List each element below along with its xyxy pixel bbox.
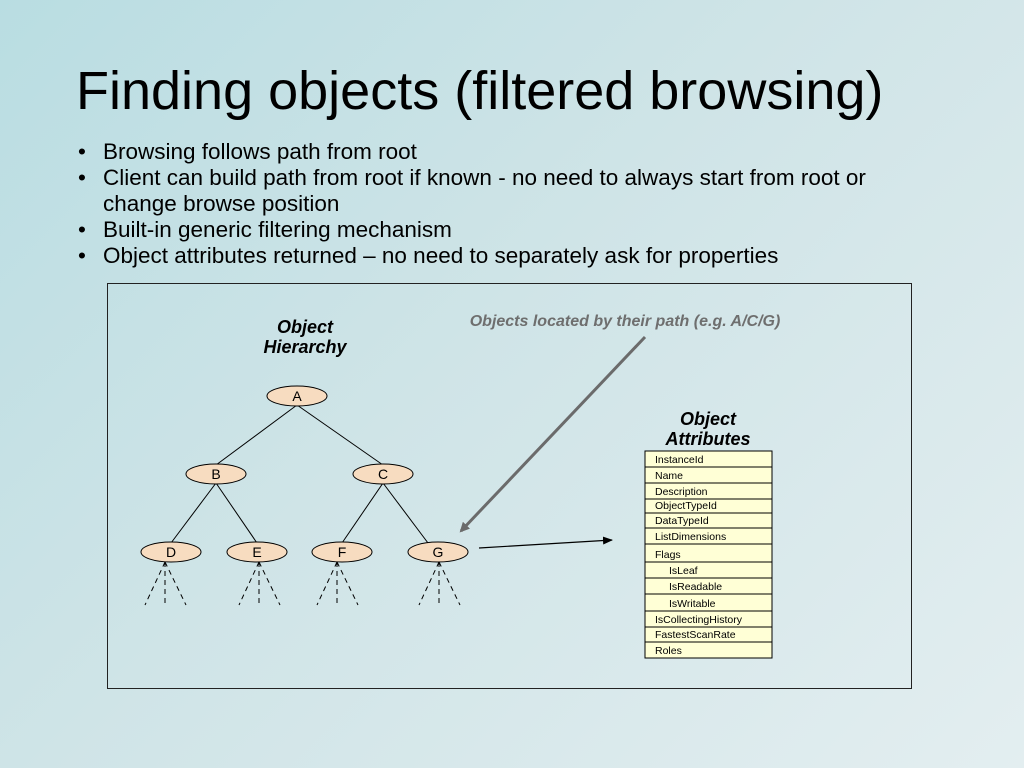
attribute-row: IsWritable [644,593,773,612]
bullet-item: Built-in generic filtering mechanism [78,217,908,243]
attribute-row: Name [644,466,773,484]
bullet-item: Object attributes returned – no need to … [78,243,908,269]
attribute-row: InstanceId [644,450,773,468]
diagram-frame [107,283,912,689]
tree-node-a: A [266,385,328,407]
attribute-row: IsLeaf [644,561,773,579]
attributes-title-line1: Object [680,409,737,429]
attribute-row: ObjectTypeId [644,498,773,514]
attribute-row: ListDimensions [644,527,773,545]
node-label: C [378,466,388,482]
attribute-label: IsCollectingHistory [655,614,743,626]
attribute-label: IsWritable [669,598,716,610]
attribute-label: Description [655,486,708,498]
attribute-row: IsReadable [644,577,773,595]
attribute-label: Flags [655,549,681,561]
slide-title: Finding objects (filtered browsing) [76,61,884,121]
attribute-label: Roles [655,645,682,657]
path-arrow [459,335,647,533]
bullet-list: Browsing follows path from root Client c… [78,139,908,269]
tree-node-b: B [185,463,247,485]
attribute-label: DataTypeId [655,515,709,527]
attribute-row: Description [644,482,773,500]
attributes-title-line2: Attributes [665,429,751,449]
attribute-row: Roles [644,641,773,659]
tree-node-f: F [311,541,373,563]
attribute-row: FastestScanRate [644,626,773,643]
node-label: E [252,544,261,560]
node-label: B [211,466,220,482]
attribute-cell [644,561,773,579]
tree-edges [170,404,429,544]
attribute-label: Name [655,470,683,482]
attribute-label: ListDimensions [655,531,726,543]
attribute-label: FastestScanRate [655,629,736,641]
tree-node-c: C [352,463,414,485]
path-note: Objects located by their path (e.g. A/C/… [470,313,781,330]
bullet-item: Client can build path from root if known… [78,165,908,217]
hierarchy-title-line2: Hierarchy [263,337,347,357]
node-label: F [338,544,347,560]
node-label: A [292,388,302,404]
attribute-row: IsCollectingHistory [644,610,773,628]
attribute-row: Flags [644,543,773,563]
attribute-label: InstanceId [655,454,704,466]
tree-node-g: G [407,541,469,563]
bullet-item: Browsing follows path from root [78,139,908,165]
hierarchy-title-line1: Object [277,317,334,337]
dashed-children [144,561,461,606]
node-label: D [166,544,176,560]
attribute-label: IsReadable [669,581,722,593]
attribute-row: DataTypeId [644,512,773,529]
tree-node-e: E [226,541,288,563]
node-label: G [433,544,444,560]
tree-node-d: D [140,541,202,563]
attribute-table: InstanceIdNameDescriptionObjectTypeIdDat… [644,450,773,659]
attribute-label: ObjectTypeId [655,500,717,512]
attribute-cell [644,641,773,659]
attributes-arrow [478,536,613,549]
attribute-label: IsLeaf [669,565,698,577]
